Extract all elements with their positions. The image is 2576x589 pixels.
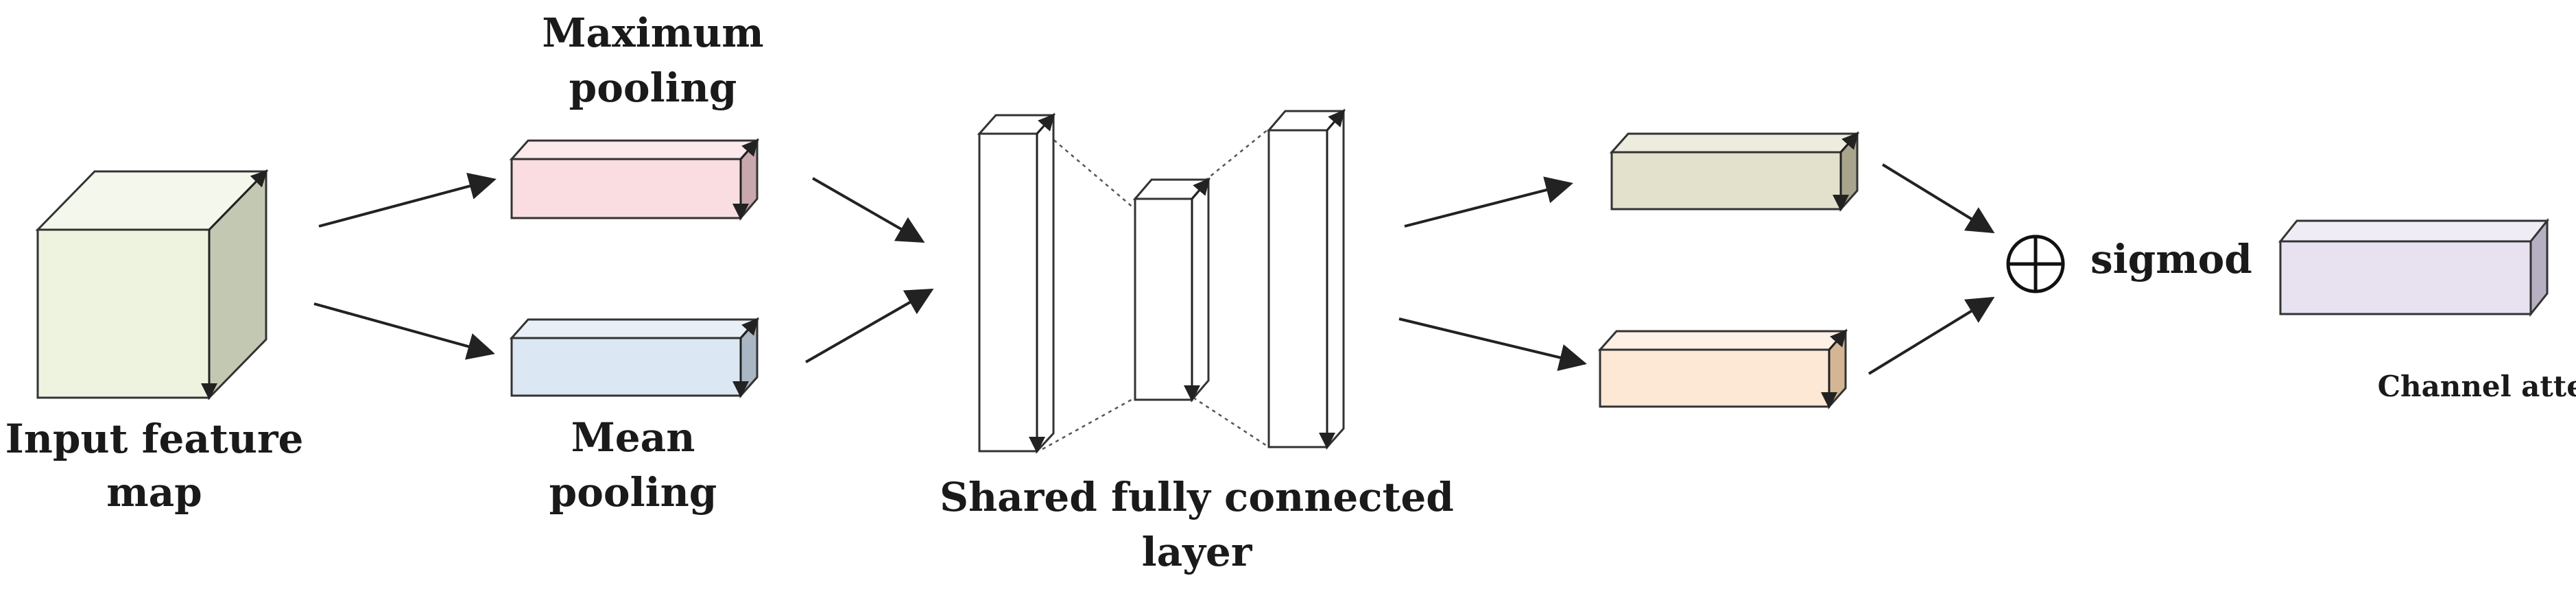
- label-max-pooling-line1: Maximum: [542, 10, 763, 56]
- arrow-input-to-mean: [313, 302, 495, 360]
- cube-front: [36, 228, 211, 399]
- fc-block-middle: [1132, 176, 1211, 403]
- arrow-fc-to-bottom-output: [1398, 317, 1587, 372]
- label-max-pooling-line2: pooling: [569, 64, 737, 111]
- shared-fc-layer: [977, 108, 1346, 454]
- label-mean-pooling-line1: Mean: [571, 414, 695, 461]
- label-shared-fc-line2: layer: [1142, 529, 1253, 575]
- channel-attention-bar: [2278, 217, 2550, 317]
- label-sigmoid: sigmod: [2090, 236, 2252, 283]
- fc-output-bottom-bar: [1597, 328, 1848, 409]
- arrow-top-to-plus: [1881, 163, 1995, 234]
- label-mean-pooling-line2: pooling: [549, 469, 717, 516]
- label-channel-attention: Channel attention: [2378, 370, 2576, 403]
- label-input-line1: Input feature: [5, 416, 304, 462]
- arrow-mean-to-fc: [805, 289, 934, 363]
- arrow-fc-to-top-output: [1404, 176, 1573, 228]
- arrow-bottom-to-plus: [1868, 296, 1995, 375]
- max-pooling-bar: [509, 138, 760, 221]
- input-feature-map-cube: [35, 169, 269, 400]
- arrow-max-to-fc: [812, 177, 925, 243]
- sum-plus-icon: [2006, 235, 2065, 293]
- fc-block-left: [977, 112, 1056, 454]
- fc-block-right: [1266, 108, 1346, 450]
- label-input-line2: map: [106, 469, 202, 516]
- fc-output-top-bar: [1609, 131, 1860, 212]
- mean-pooling-bar: [509, 317, 760, 398]
- label-shared-fc-line1: Shared fully connected: [940, 474, 1454, 520]
- arrow-input-to-max: [318, 172, 497, 228]
